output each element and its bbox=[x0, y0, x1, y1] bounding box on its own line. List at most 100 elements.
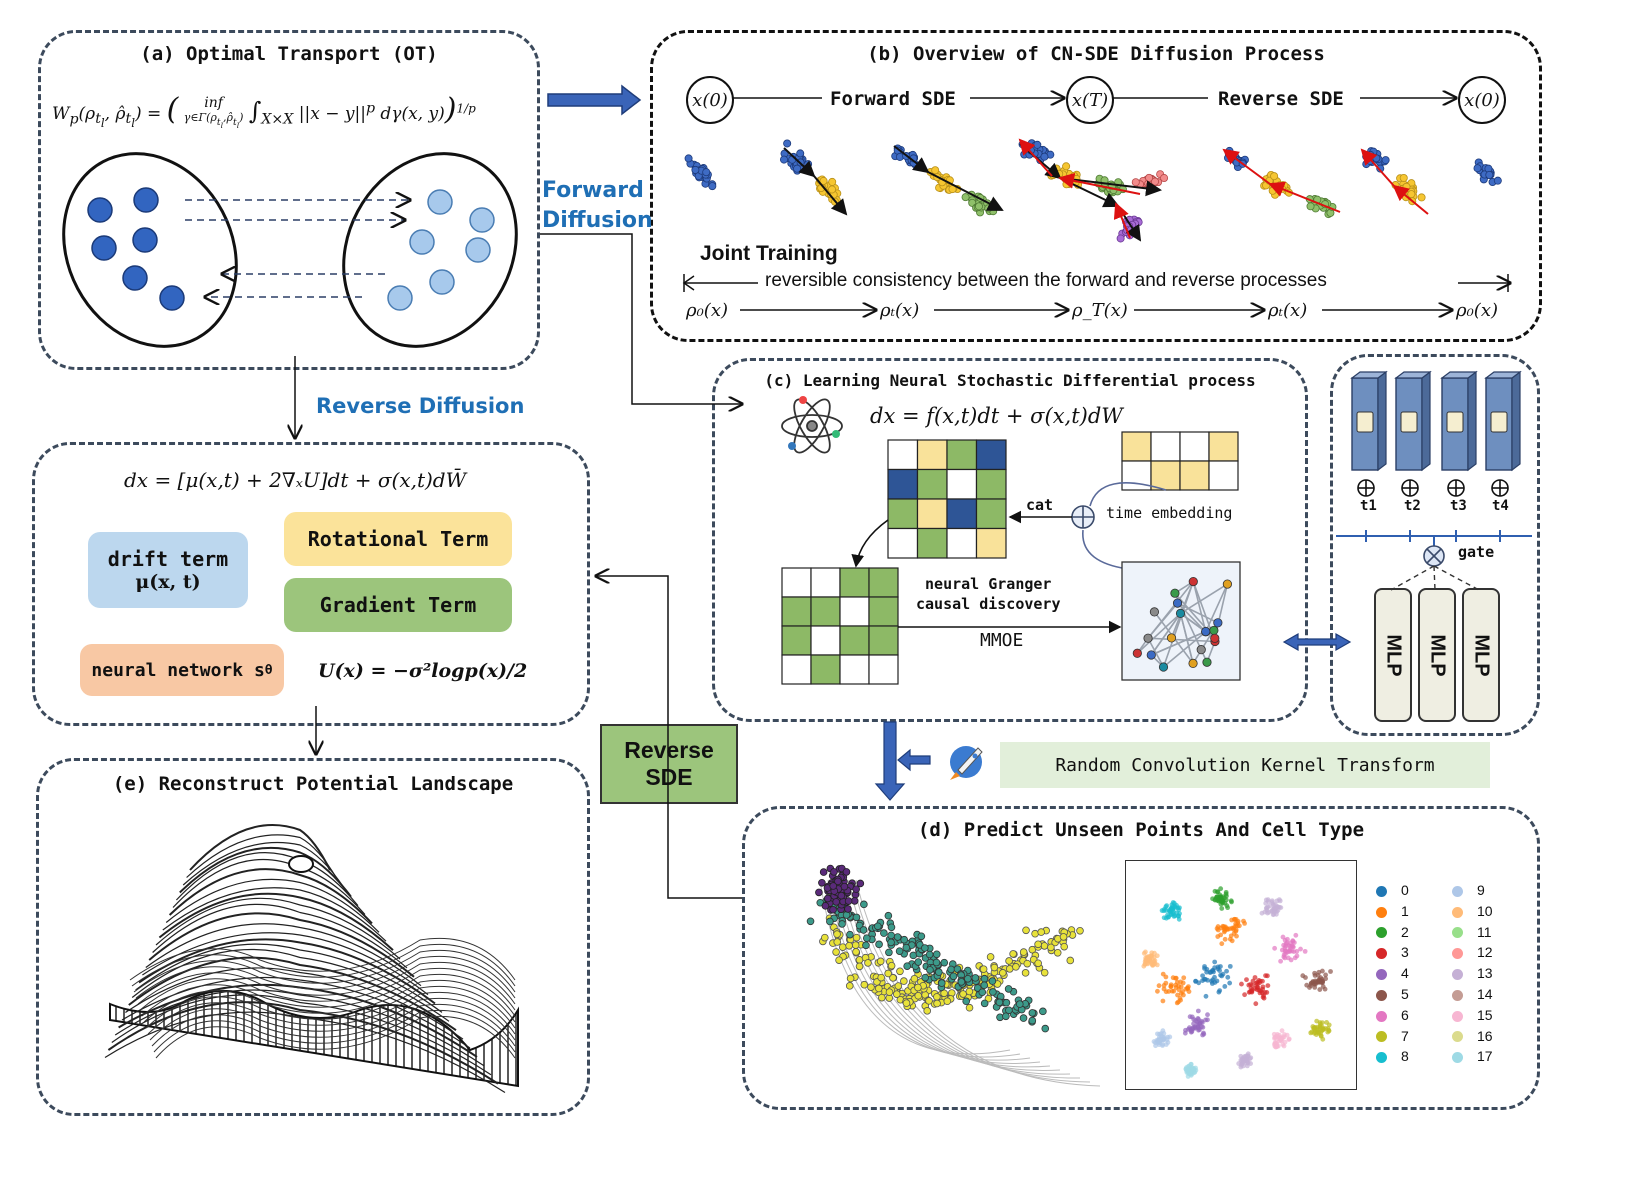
rocket-icon bbox=[950, 746, 983, 780]
panel-cn-sde-overview: (b) Overview of CN-SDE Diffusion Process bbox=[650, 30, 1542, 342]
legend-item: 11 bbox=[1452, 924, 1492, 940]
drift-term-label: drift term bbox=[107, 547, 229, 571]
legend-item: 13 bbox=[1452, 965, 1493, 981]
legend-swatch bbox=[1452, 1052, 1463, 1064]
potential-formula: U(x) = −σ²logp(x)/2 bbox=[318, 660, 528, 682]
time-embedding-matrix bbox=[1121, 431, 1239, 491]
legend-item: 9 bbox=[1452, 882, 1485, 898]
t2-label: t2 bbox=[1404, 498, 1421, 514]
legend-item: 16 bbox=[1452, 1028, 1493, 1044]
point-cloud bbox=[1305, 195, 1337, 219]
point-cloud bbox=[815, 175, 842, 206]
legend-item: 1 bbox=[1376, 903, 1409, 919]
gate-to-mlp-lines bbox=[1390, 565, 1480, 591]
legend-swatch bbox=[1376, 1052, 1387, 1064]
legend-swatch bbox=[1452, 906, 1463, 918]
point-cloud bbox=[1473, 158, 1502, 187]
rotational-term-box: Rotational Term bbox=[284, 512, 512, 566]
rho-t-2: ρₜ(x) bbox=[1268, 300, 1308, 321]
reverse-sde-box: Reverse SDE bbox=[600, 724, 738, 804]
legend-label: 3 bbox=[1401, 944, 1409, 961]
potential-landscape bbox=[104, 824, 519, 1094]
source-points bbox=[87, 187, 185, 311]
legend-item: 5 bbox=[1376, 986, 1409, 1002]
reverse-formula: dx = [μ(x,t) + 2∇ₓU]dt + σ(x,t)dW̄ bbox=[124, 468, 467, 492]
panel-c-title: (c) Learning Neural Stochastic Different… bbox=[764, 371, 1256, 390]
mmoe-label: MMOE bbox=[980, 630, 1024, 651]
legend-swatch bbox=[1376, 1031, 1387, 1043]
panel-optimal-transport: (a) Optimal Transport (OT) bbox=[38, 30, 540, 370]
legend-swatch bbox=[1452, 1031, 1463, 1043]
transport-arrows bbox=[185, 200, 410, 297]
legend-item: 3 bbox=[1376, 944, 1409, 960]
sde-flow-arrows bbox=[682, 98, 1510, 310]
rckt-box: Random Convolution Kernel Transform bbox=[1000, 742, 1490, 788]
rho-0-end: ρ₀(x) bbox=[1456, 300, 1498, 321]
legend-item: 15 bbox=[1452, 1007, 1493, 1023]
legend-item: 8 bbox=[1376, 1048, 1409, 1064]
legend-label: 2 bbox=[1401, 923, 1409, 940]
rho-t-1: ρₜ(x) bbox=[880, 300, 920, 321]
add-operator-icon bbox=[1071, 505, 1095, 529]
node-xT: x(T) bbox=[1066, 76, 1114, 124]
legend-item: 14 bbox=[1452, 986, 1493, 1002]
sde-formula: dx = f(x,t)dt + σ(x,t)dW bbox=[870, 404, 1123, 428]
panel-experts bbox=[1330, 354, 1540, 736]
t4-label: t4 bbox=[1492, 498, 1509, 514]
point-cloud bbox=[1131, 170, 1169, 189]
umap-frame bbox=[1125, 860, 1357, 1090]
point-cloud bbox=[1260, 170, 1293, 199]
mlp-expert-2: MLP bbox=[1418, 588, 1456, 722]
trajectory-plot bbox=[806, 864, 1101, 1087]
legend-item: 7 bbox=[1376, 1028, 1409, 1044]
legend-label: 12 bbox=[1477, 944, 1493, 961]
drift-term-formula: μ(x, t) bbox=[135, 571, 201, 593]
consistency-label: reversible consistency between the forwa… bbox=[765, 270, 1327, 291]
panel-neural-sde: (c) Learning Neural Stochastic Different… bbox=[712, 358, 1308, 722]
legend-label: 7 bbox=[1401, 1027, 1409, 1044]
legend-label: 13 bbox=[1477, 965, 1493, 982]
legend-swatch bbox=[1376, 927, 1387, 939]
target-distribution bbox=[342, 152, 518, 348]
point-cloud bbox=[684, 154, 717, 191]
granger-label: neural Granger causal discovery bbox=[916, 575, 1061, 613]
panel-d-title: (d) Predict Unseen Points And Cell Type bbox=[917, 819, 1365, 841]
panel-predict: (d) Predict Unseen Points And Cell Type bbox=[742, 806, 1540, 1110]
legend-label: 4 bbox=[1401, 965, 1409, 982]
source-distribution bbox=[62, 152, 238, 348]
joint-training-label: Joint Training bbox=[700, 242, 838, 265]
diffusion-point-clouds bbox=[684, 138, 1502, 243]
legend-item: 0 bbox=[1376, 882, 1409, 898]
concat-matrix bbox=[887, 439, 1007, 559]
legend-item: 6 bbox=[1376, 1007, 1409, 1023]
legend-label: 1 bbox=[1401, 902, 1409, 919]
legend-swatch bbox=[1376, 885, 1387, 897]
forward-diffusion-connector bbox=[540, 233, 742, 404]
ot-to-overview-arrow bbox=[547, 84, 642, 116]
drift-term-box: drift term μ(x, t) bbox=[88, 532, 248, 608]
panel-landscape: (e) Reconstruct Potential Landscape bbox=[36, 758, 590, 1116]
legend-label: 9 bbox=[1477, 882, 1485, 898]
rho-T: ρ_T(x) bbox=[1072, 300, 1128, 321]
gate-operator-icon bbox=[1423, 545, 1445, 567]
legend-item: 10 bbox=[1452, 903, 1493, 919]
legend-swatch bbox=[1452, 968, 1463, 980]
legend-label: 16 bbox=[1477, 1027, 1493, 1044]
legend-label: 8 bbox=[1401, 1048, 1409, 1065]
legend-label: 14 bbox=[1477, 986, 1493, 1002]
legend-swatch bbox=[1452, 885, 1463, 897]
legend-label: 0 bbox=[1401, 882, 1409, 898]
embedding-connectors bbox=[851, 482, 1167, 634]
legend-label: 5 bbox=[1401, 986, 1409, 1002]
legend-item: 2 bbox=[1376, 924, 1409, 940]
legend-swatch bbox=[1376, 906, 1387, 918]
target-points bbox=[387, 189, 495, 311]
t3-label: t3 bbox=[1450, 498, 1467, 514]
legend-swatch bbox=[1376, 948, 1387, 960]
causal-network-graph bbox=[1121, 561, 1241, 681]
legend-label: 15 bbox=[1477, 1006, 1493, 1023]
mlp-expert-1: MLP bbox=[1374, 588, 1412, 722]
neural-network-sub: θ bbox=[264, 662, 273, 678]
gate-label: gate bbox=[1458, 543, 1495, 561]
cat-label: cat bbox=[1026, 496, 1054, 514]
